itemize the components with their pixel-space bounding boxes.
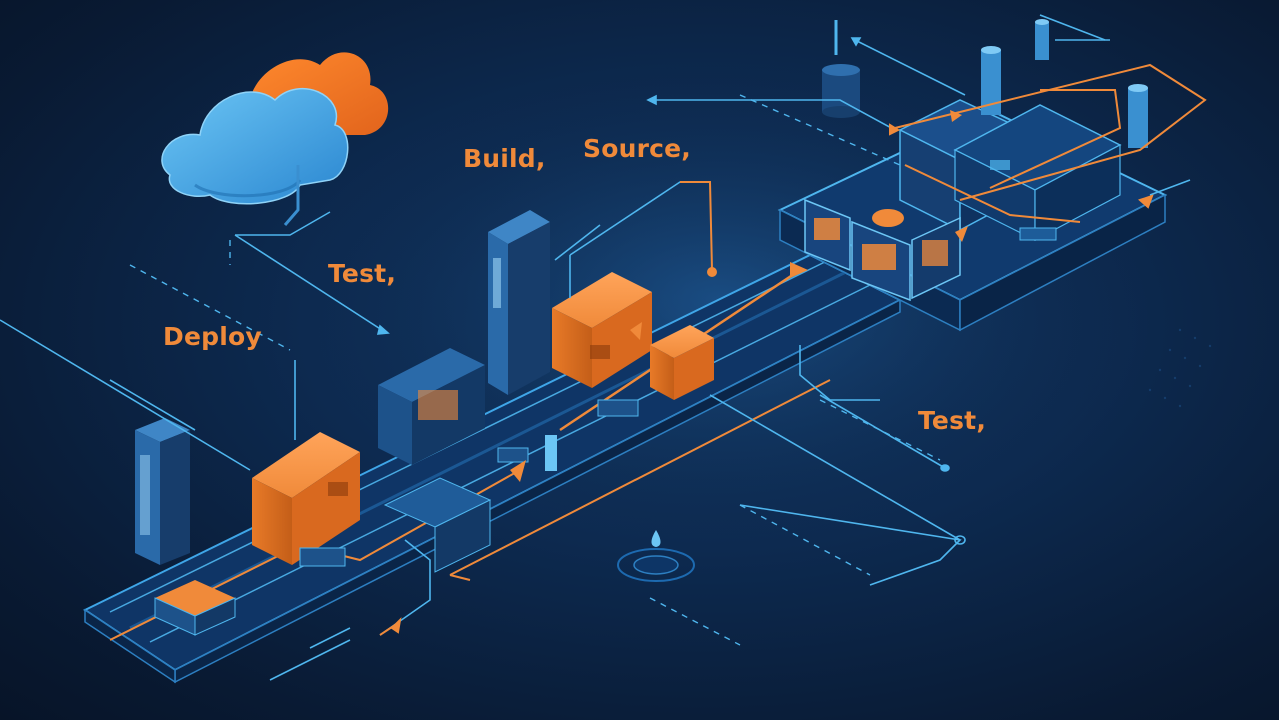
server-rack <box>378 348 485 465</box>
orange-connector-lines <box>379 63 1207 636</box>
module-block <box>545 435 557 471</box>
server-tower <box>135 418 190 565</box>
chip-module <box>154 580 236 636</box>
server-rack <box>383 477 492 573</box>
database-cylinder <box>981 46 1001 115</box>
package-box <box>552 272 652 388</box>
test-label-top: Test, <box>328 259 397 288</box>
database-cylinder <box>1035 19 1049 60</box>
arrow-icon <box>955 226 968 242</box>
deploy-label: Deploy <box>163 322 262 351</box>
source-label: Source, <box>583 134 691 163</box>
dashed-connector-lines <box>129 94 941 646</box>
server-unit <box>911 216 961 300</box>
arrow-icon <box>510 460 526 482</box>
location-pin-icon <box>617 530 695 582</box>
package-box <box>650 325 714 400</box>
arrow-icon <box>630 322 642 340</box>
test-label-bottom: Test, <box>918 406 987 435</box>
module-block <box>497 447 529 463</box>
connector-lines <box>0 14 1191 681</box>
dot-grid <box>1148 328 1212 408</box>
server-tower <box>488 210 550 395</box>
disc-icon <box>872 209 904 227</box>
arrow-icon <box>790 262 808 278</box>
build-label: Build, <box>463 144 546 173</box>
hub-platform <box>777 99 1168 332</box>
database-cylinder <box>822 64 860 118</box>
module-block <box>299 547 346 567</box>
server-unit <box>804 198 851 272</box>
server-unit <box>851 220 911 302</box>
package-box <box>252 432 360 565</box>
cloud-icon <box>161 52 389 205</box>
module-block <box>597 399 639 417</box>
database-cylinder <box>1128 84 1148 148</box>
